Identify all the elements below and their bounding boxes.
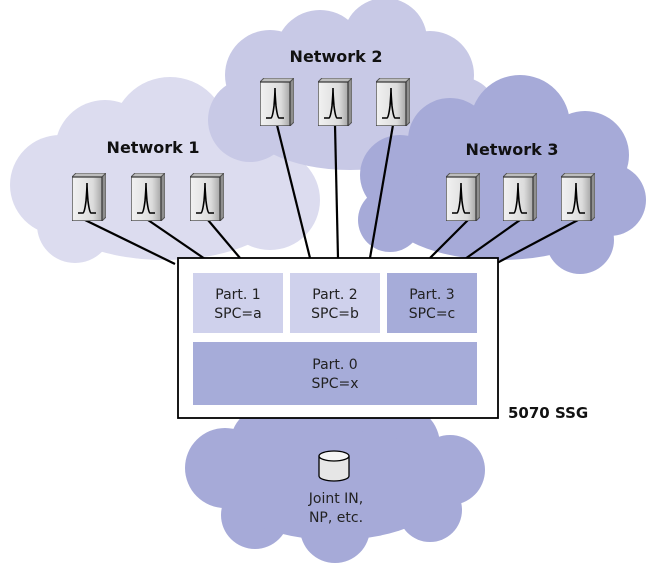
network-links — [84, 124, 579, 265]
network-3-switches — [446, 173, 595, 221]
link-n1-a — [84, 219, 176, 265]
switch-icon — [190, 173, 224, 221]
switch-icon — [318, 78, 352, 126]
ssg-device: Part. 1 SPC=a Part. 2 SPC=b Part. 3 SPC=… — [177, 257, 499, 419]
network-2-switches — [260, 78, 410, 126]
partition-3-box — [387, 273, 477, 333]
switch-icon — [561, 173, 595, 221]
link-n1-b — [147, 219, 206, 260]
link-n1-c — [207, 219, 241, 259]
switch-icon — [503, 173, 537, 221]
partition-1-name: Part. 1 — [215, 287, 260, 303]
partition-2-box — [290, 273, 380, 333]
partition-3-name: Part. 3 — [409, 287, 454, 303]
switch-icon — [131, 173, 165, 221]
partition-0-spc: SPC=x — [311, 376, 358, 392]
link-n2-a — [275, 124, 312, 259]
link-n3-c — [494, 219, 579, 265]
network-3-label: Network 3 — [466, 140, 559, 159]
switch-icon — [72, 173, 106, 221]
switch-icon — [376, 78, 410, 126]
partition-3-spc: SPC=c — [409, 306, 456, 322]
partition-1-box — [193, 273, 283, 333]
partition-0-name: Part. 0 — [312, 357, 357, 373]
database-icon — [318, 450, 350, 482]
switch-icon — [260, 78, 294, 126]
partition-1-spc: SPC=a — [214, 306, 261, 322]
partition-0-box — [193, 342, 477, 405]
partition-2-name: Part. 2 — [312, 287, 357, 303]
network-2-label: Network 2 — [290, 47, 383, 66]
link-n3-a — [429, 219, 469, 259]
network-1-label: Network 1 — [107, 138, 200, 157]
database-label-line-1: Joint IN, — [308, 491, 363, 507]
link-n2-c — [368, 124, 395, 259]
link-n2-b — [333, 124, 340, 259]
network-1-switches — [72, 173, 224, 221]
partition-2-spc: SPC=b — [311, 306, 359, 322]
database-label-line-2: NP, etc. — [309, 510, 363, 526]
switch-icon — [446, 173, 480, 221]
link-n3-b — [464, 219, 521, 260]
device-label: 5070 SSG — [508, 404, 588, 422]
